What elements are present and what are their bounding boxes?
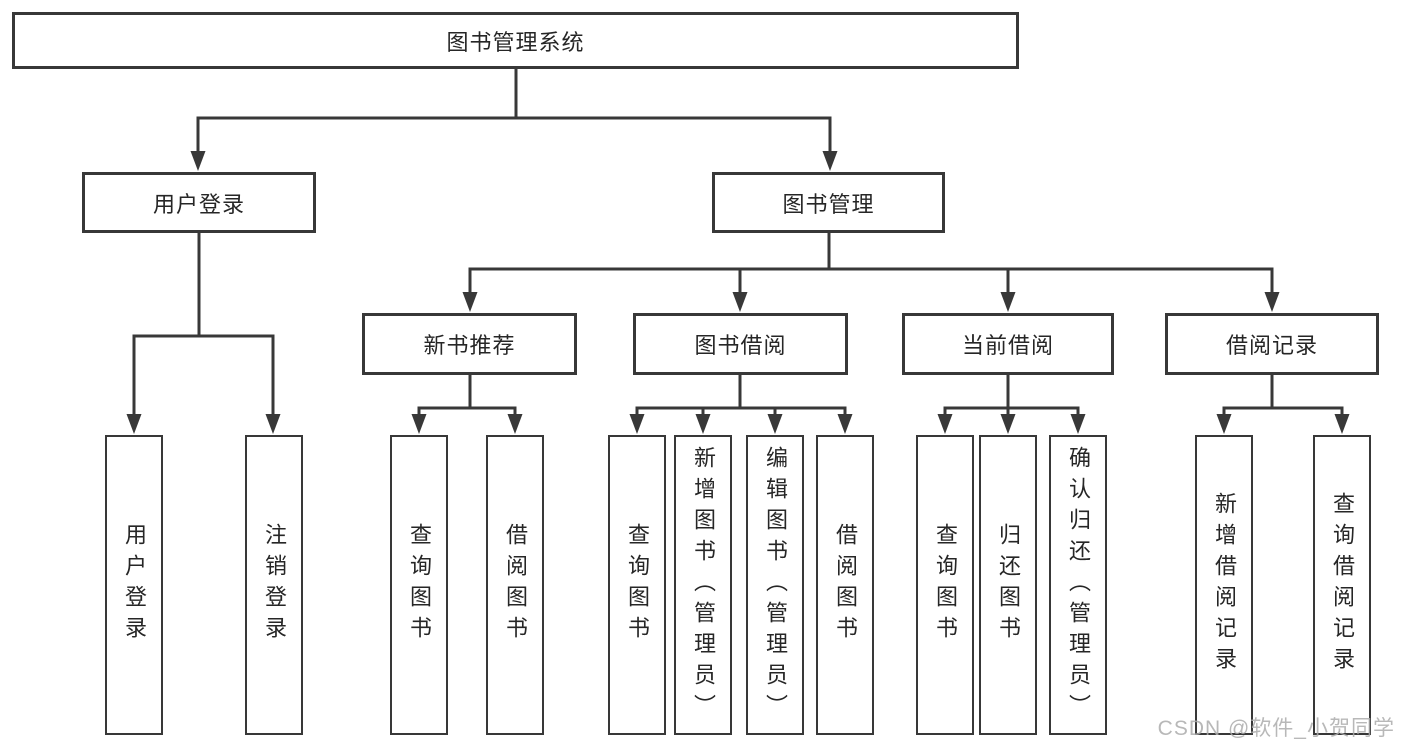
node-box-leaf-query-books-1: 查询图书 [390,435,448,735]
node-box-borrowing-records: 借阅记录 [1165,313,1379,375]
node-label-user-login: 用户登录 [152,191,245,217]
node-label-borrowing-records: 借阅记录 [1225,333,1318,358]
node-label-leaf-confirm-return-admin: 确认归还（管理员） [1066,445,1091,725]
node-label-system-root: 图书管理系统 [446,29,585,55]
connector-lines [132,69,1344,418]
node-box-leaf-user-login: 用户登录 [105,435,163,735]
node-label-leaf-return-books: 归还图书 [996,523,1021,647]
node-box-leaf-borrow-books-2: 借阅图书 [816,435,874,735]
node-box-leaf-add-borrow-record: 新增借阅记录 [1195,435,1253,735]
node-box-leaf-query-books-3: 查询图书 [916,435,974,735]
node-label-leaf-query-borrow-record: 查询借阅记录 [1330,492,1355,678]
node-box-leaf-logout: 注销登录 [245,435,303,735]
node-label-leaf-query-books-2: 查询图书 [625,523,650,647]
node-label-leaf-query-books-1: 查询图书 [407,523,432,647]
arrowhead-icons [126,151,1350,434]
node-label-leaf-borrow-books-1: 借阅图书 [503,523,528,647]
node-box-leaf-borrow-books-1: 借阅图书 [486,435,544,735]
node-label-leaf-logout: 注销登录 [262,523,287,647]
node-box-leaf-edit-books-admin: 编辑图书（管理员） [746,435,804,735]
node-box-system-root: 图书管理系统 [12,12,1019,69]
node-box-user-login: 用户登录 [82,172,316,233]
node-label-book-borrowing: 图书借阅 [694,333,787,358]
node-box-leaf-query-borrow-record: 查询借阅记录 [1313,435,1371,735]
node-label-leaf-user-login: 用户登录 [122,523,147,647]
node-box-leaf-return-books: 归还图书 [979,435,1037,735]
node-label-leaf-add-books-admin: 新增图书（管理员） [691,445,716,725]
node-label-leaf-borrow-books-2: 借阅图书 [833,523,858,647]
node-label-leaf-query-books-3: 查询图书 [933,523,958,647]
node-box-leaf-query-books-2: 查询图书 [608,435,666,735]
node-box-current-borrowing: 当前借阅 [902,313,1114,375]
csdn-watermark: CSDN @软件_小贺同学 [1157,717,1395,740]
node-box-new-book-recommend: 新书推荐 [362,313,577,375]
node-box-book-management: 图书管理 [712,172,945,233]
node-box-leaf-add-books-admin: 新增图书（管理员） [674,435,732,735]
node-box-book-borrowing: 图书借阅 [633,313,848,375]
node-label-new-book-recommend: 新书推荐 [423,333,516,358]
node-label-leaf-add-borrow-record: 新增借阅记录 [1212,492,1237,678]
node-label-current-borrowing: 当前借阅 [961,333,1054,358]
node-label-book-management: 图书管理 [782,191,875,217]
node-box-leaf-confirm-return-admin: 确认归还（管理员） [1049,435,1107,735]
node-label-leaf-edit-books-admin: 编辑图书（管理员） [763,445,788,725]
